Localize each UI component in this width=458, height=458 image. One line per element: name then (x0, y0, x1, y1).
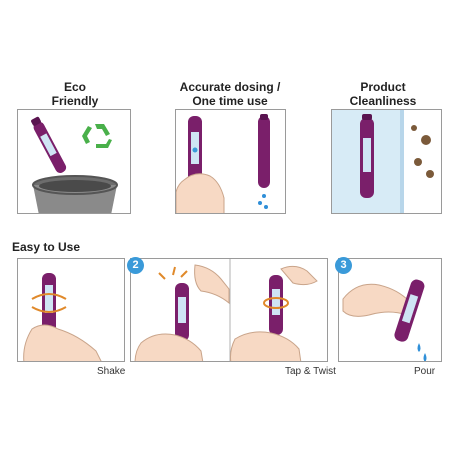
feature-title-eco: Eco Friendly (20, 80, 130, 108)
vial-icon (360, 114, 374, 198)
eco-friendly-panel (17, 109, 131, 214)
vial-icon (188, 116, 202, 184)
dosing-illustration (176, 114, 270, 213)
step-tap-twist-caption: Tap & Twist (285, 366, 336, 377)
step-pour-caption: Pour (414, 366, 436, 377)
hand-icon (230, 265, 318, 361)
vial-icon (31, 116, 67, 173)
step-2-badge: 2 (127, 257, 144, 274)
vial-icon (175, 283, 189, 341)
feature-title-dosing-line1: Accurate dosing / (179, 80, 281, 94)
vial-icon (42, 273, 56, 333)
cleanliness-illustration (332, 110, 434, 213)
step-shake-panel (17, 258, 125, 362)
hand-icon (176, 173, 225, 213)
feature-title-eco-line2: Friendly (51, 94, 99, 108)
trash-bin-icon (32, 175, 118, 213)
feature-title-cleanliness-line2: Cleanliness (349, 94, 417, 108)
feature-title-cleanliness: Product Cleanliness (328, 80, 438, 108)
recycle-icon (82, 124, 112, 148)
vial-icon (258, 114, 270, 188)
step-pour-panel (338, 258, 442, 362)
hand-icon (134, 264, 230, 361)
feature-title-dosing-line2: One time use (192, 94, 268, 108)
feature-title-cleanliness-line1: Product (360, 80, 406, 94)
rotate-arrow-icon (31, 293, 67, 313)
step-tap-twist-panel (130, 258, 328, 362)
feature-title-dosing: Accurate dosing / One time use (165, 80, 295, 108)
step-3-badge: 3 (335, 257, 352, 274)
eco-illustration (31, 116, 118, 213)
pour-illustration (342, 279, 427, 361)
dosing-panel (175, 109, 286, 214)
feature-title-eco-line1: Eco (63, 80, 86, 94)
vial-icon (394, 279, 425, 342)
water-drop-icon (417, 343, 427, 361)
step-shake-caption: Shake (97, 366, 126, 377)
cleanliness-panel (331, 109, 442, 214)
tap-burst-icon (158, 266, 188, 280)
hand-icon (23, 324, 102, 361)
hand-icon (342, 283, 410, 317)
tap-twist-illustration (134, 259, 318, 361)
shake-illustration (23, 273, 102, 361)
rotate-arrow-icon (263, 297, 289, 309)
germ-icon (411, 125, 434, 178)
water-drop-icon (258, 194, 268, 209)
section-title: Easy to Use (12, 240, 81, 254)
vial-icon (269, 275, 283, 335)
